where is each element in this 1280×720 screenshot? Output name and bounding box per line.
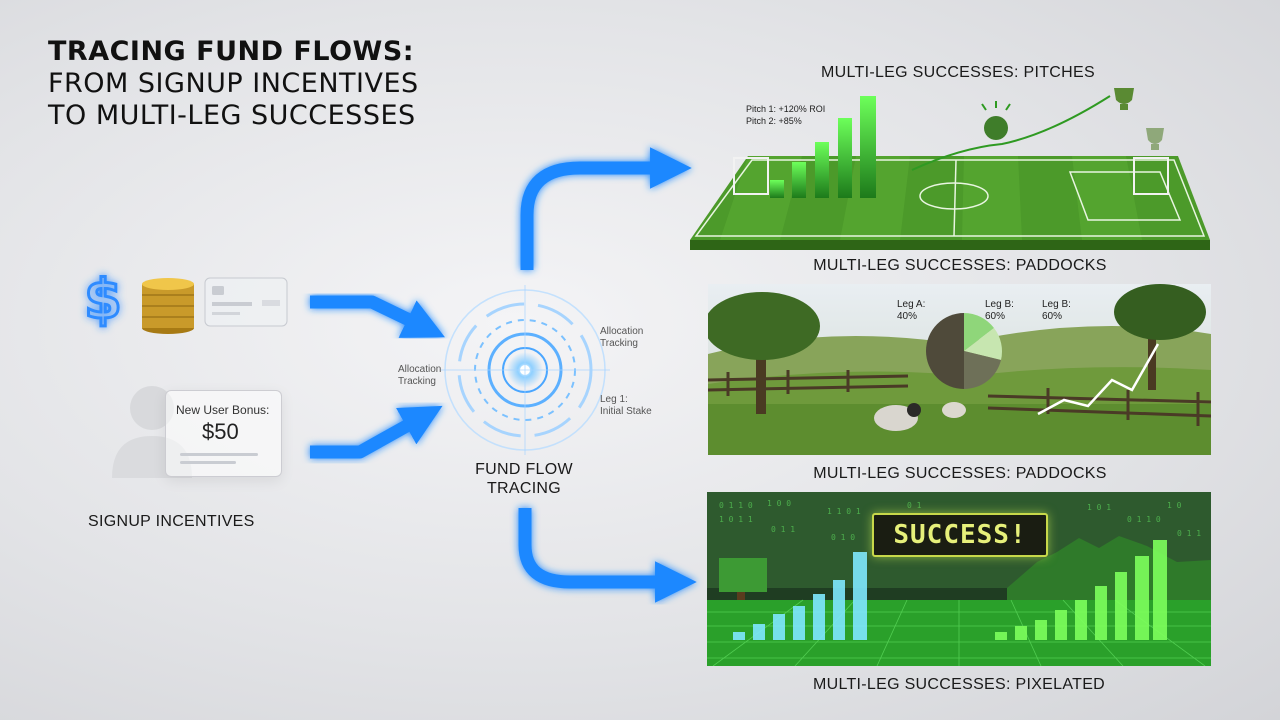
svg-text:1 0: 1 0 (1167, 501, 1182, 510)
tracer-left-note-1: Allocation (398, 364, 442, 375)
trophy-icon (1146, 128, 1164, 150)
tracer-leg-note: Leg 1: Initial Stake (600, 394, 652, 418)
arrow-tracer-to-pixelated (518, 508, 697, 603)
tracer-right-note: Allocation Tracking (600, 326, 643, 350)
fist-icon (981, 101, 1011, 140)
leg-value: 60% (985, 311, 1006, 322)
credit-card-icon (204, 277, 288, 327)
svg-text:0 1 1 0: 0 1 1 0 (1127, 515, 1161, 524)
trophy-icon (1114, 88, 1134, 110)
paddocks-heading-bottom: MULTI-LEG SUCCESSES: PADDOCKS (813, 465, 1107, 482)
coin-stack-icon (142, 278, 194, 334)
success-banner: SUCCESS! (872, 513, 1048, 557)
bonus-line (180, 453, 258, 456)
fence (708, 370, 1211, 426)
pitch-stat-1: Pitch 1: +120% ROI (746, 104, 826, 114)
svg-text:1 0 1 1: 1 0 1 1 (719, 515, 753, 524)
bonus-title: New User Bonus: (176, 403, 270, 417)
svg-text:1 1 0 1: 1 1 0 1 (827, 507, 861, 516)
tracer-left-note-2: Tracking (398, 376, 436, 387)
leg-name: Leg A: (897, 299, 926, 310)
leg-value: 60% (1042, 311, 1063, 322)
title-line-1: TRACING FUND FLOWS: (48, 36, 415, 67)
tracer-right-note-1: Allocation (600, 326, 644, 337)
title-line-2: FROM SIGNUP INCENTIVES (48, 68, 419, 99)
paddock-leg-3: Leg B: 60% (1042, 299, 1071, 323)
leg-name: Leg B: (985, 299, 1014, 310)
tracer-leg-note-2: Initial Stake (600, 406, 652, 417)
page-title: TRACING FUND FLOWS: FROM SIGNUP INCENTIV… (48, 36, 419, 132)
pixel-bars-green (995, 540, 1167, 640)
svg-text:0 1: 0 1 (907, 501, 922, 510)
paddock-leg-1: Leg A: 40% (897, 299, 925, 323)
svg-text:1 0 0: 1 0 0 (767, 499, 791, 508)
leg-name: Leg B: (1042, 299, 1071, 310)
pitch-growth-bars (770, 96, 876, 198)
paddocks-panel (708, 284, 1211, 455)
svg-text:$: $ (84, 268, 122, 331)
tracer-label: FUND FLOW TRACING (475, 460, 573, 498)
bonus-line (180, 461, 236, 464)
arrow-tracer-to-pitches (520, 147, 692, 270)
pie-chart (926, 313, 1003, 390)
svg-text:0 1 1 0: 0 1 1 0 (719, 501, 753, 510)
arrow-coins-to-tracer (310, 295, 445, 338)
svg-text:0 1 1: 0 1 1 (771, 525, 795, 534)
svg-text:1 0 1: 1 0 1 (1087, 503, 1111, 512)
tree (1114, 284, 1206, 390)
arrow-bonus-to-tracer (310, 405, 443, 459)
title-line-3: TO MULTI-LEG SUCCESSES (48, 100, 416, 131)
pitches-heading: MULTI-LEG SUCCESSES: PITCHES (821, 64, 1095, 81)
goal-left (733, 157, 769, 195)
tracer-leg-note-1: Leg 1: (600, 394, 628, 405)
pixel-bars-cyan (733, 552, 867, 640)
pitches-stats: Pitch 1: +120% ROI Pitch 2: +85% (746, 103, 825, 127)
svg-text:0 1 0: 0 1 0 (831, 533, 855, 542)
tracer-left-note: Allocation Tracking (398, 364, 441, 388)
sheep (874, 402, 966, 431)
paddock-trend-line (1037, 343, 1160, 416)
target-icon (440, 285, 610, 455)
tracer-label-line-2: TRACING (486, 480, 562, 497)
paddock-leg-2: Leg B: 60% (985, 299, 1014, 323)
dollar-icon: $ (83, 267, 124, 333)
leg-value: 40% (897, 311, 918, 322)
pixelated-heading: MULTI-LEG SUCCESSES: PIXELATED (812, 676, 1106, 693)
tracer-label-line-1: FUND FLOW (475, 461, 573, 478)
bonus-amount: $50 (202, 419, 239, 444)
paddocks-heading-top: MULTI-LEG SUCCESSES: PADDOCKS (813, 257, 1107, 274)
svg-text:0 1 1: 0 1 1 (1177, 529, 1201, 538)
pitches-panel (690, 88, 1210, 250)
pitch-stat-2: Pitch 2: +85% (746, 116, 802, 126)
goal-right (1133, 157, 1169, 195)
tracer-right-note-2: Tracking (600, 338, 638, 349)
new-user-bonus-card: New User Bonus: $50 (165, 390, 282, 477)
signup-incentives-label: SIGNUP INCENTIVES (88, 513, 255, 530)
